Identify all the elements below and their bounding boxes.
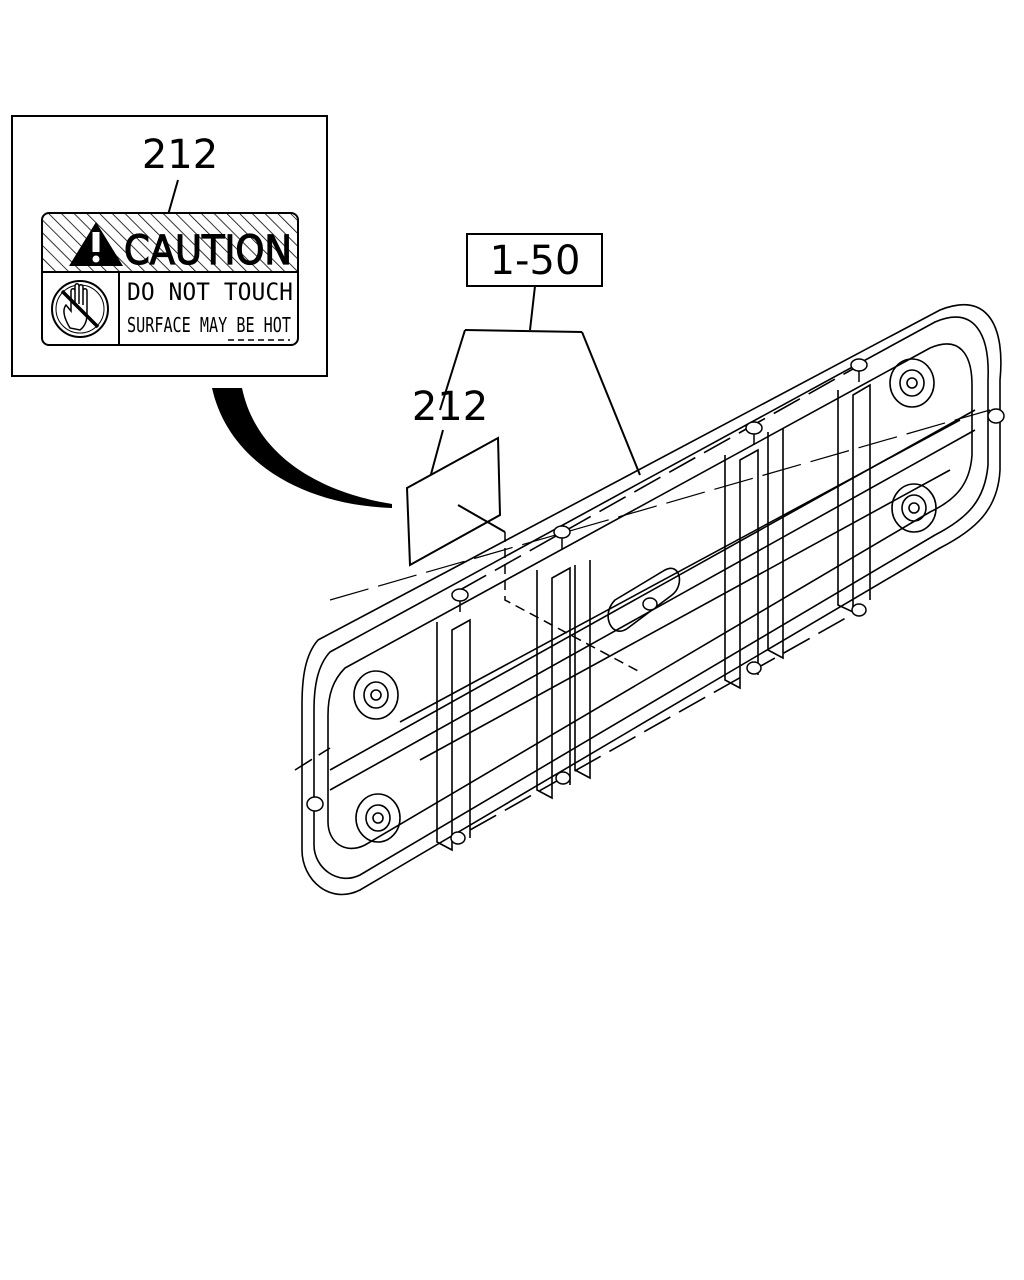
bolt-icon [850,358,868,382]
warning-triangle-icon [69,222,123,266]
detail-pointer-arrow [212,388,392,508]
mounting-boss-icon [891,483,937,533]
decal-detail-box: 212 CAUTION DO NOT TOUCH [11,115,328,377]
bolt-icon [306,796,324,812]
mounting-boss-icon [889,358,935,408]
bolt-icon [450,831,466,845]
bolt-icon [745,421,763,445]
decal-placement-outline [405,436,641,673]
heat-shield-cover [294,304,1002,896]
decal-line1: DO NOT TOUCH [127,278,293,306]
bolt-icon [851,603,867,617]
no-touch-hand-icon [51,280,109,338]
caution-decal: CAUTION DO NOT TOUCH SURFACE MAY BE HOT [41,212,299,346]
bolt-icon [642,597,658,611]
mounting-boss-icon [353,670,399,720]
bolt-icon [451,588,469,612]
bolt-set [306,358,1005,845]
assembly-ref-label: 1-50 [490,238,581,284]
decal-header-text: CAUTION [124,228,292,274]
bolt-icon [555,771,571,785]
bolt-icon [553,525,571,549]
decal-part-number: 212 [412,384,488,430]
detail-part-number: 212 [142,132,218,178]
bolt-icon [987,408,1005,424]
decal-line2: SURFACE MAY BE HOT [127,313,291,337]
bolt-icon [746,661,762,675]
mounting-boss-icon [355,793,401,843]
assembly-callout: 1-50 [439,233,641,476]
